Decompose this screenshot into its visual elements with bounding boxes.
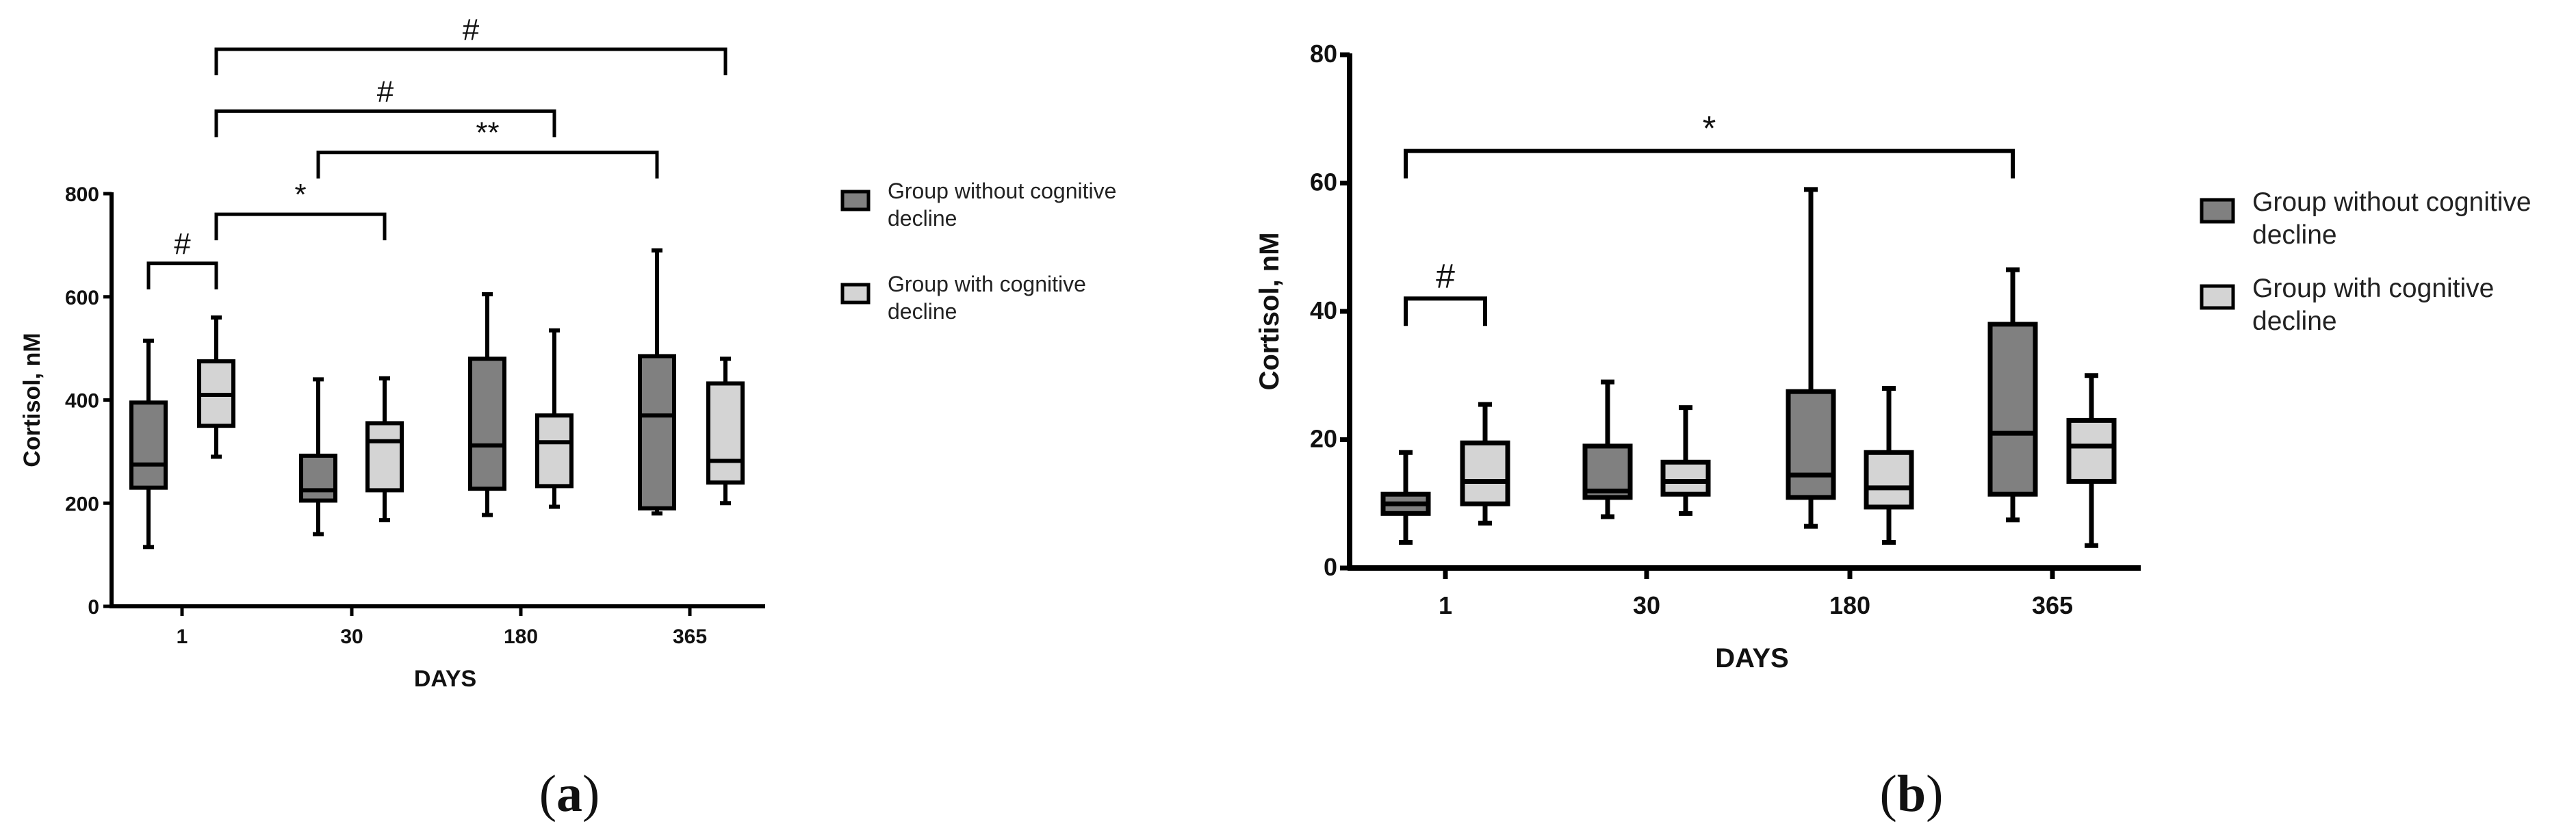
box-iqr [638, 354, 676, 511]
box-plot [129, 338, 168, 550]
box-plot [1786, 187, 1836, 529]
x-tick-label: 1 [177, 625, 188, 648]
box-iqr [129, 400, 168, 490]
bracket-line [214, 47, 727, 75]
y-axis-label: Cortisol, nM [19, 333, 45, 467]
box-iqr [1460, 440, 1510, 506]
y-tick-label: 60 [1310, 168, 1337, 196]
significance-label: * [294, 178, 306, 211]
significance-bracket: # [214, 13, 727, 75]
box-iqr [535, 413, 574, 489]
bracket-line [214, 212, 387, 241]
significance-bracket: * [214, 178, 387, 241]
box-iqr [1864, 450, 1914, 510]
y-tick-label: 80 [1310, 40, 1337, 68]
y-axis-label: Cortisol, nM [1254, 232, 1285, 390]
y-tick-label: 600 [65, 287, 99, 309]
box-iqr [365, 421, 404, 493]
x-tick-label: 1 [1439, 591, 1452, 619]
x-tick-label: 365 [2032, 591, 2073, 619]
significance-label: # [377, 75, 394, 108]
box-iqr [468, 357, 506, 491]
y-tick-label: 800 [65, 183, 99, 206]
y-tick-label: 0 [88, 596, 99, 619]
significance-bracket: ** [316, 116, 659, 179]
significance-label: * [1703, 109, 1716, 148]
significance-label: # [1436, 257, 1455, 295]
y-tick-label: 200 [65, 493, 99, 515]
significance-label: # [463, 13, 480, 47]
box-plot [706, 357, 745, 506]
box-iqr [1987, 322, 2038, 497]
box-plot [535, 328, 574, 509]
panel-b-caption: (b) [1880, 765, 1944, 823]
bracket-line [1404, 149, 2015, 179]
box-iqr [299, 453, 337, 503]
bracket-line [1404, 296, 1487, 326]
box-plot [1460, 402, 1510, 526]
significance-bracket: # [146, 227, 218, 289]
box-plot [2066, 373, 2117, 548]
x-tick-label: 365 [673, 625, 707, 648]
x-tick-label: 30 [340, 625, 363, 648]
legend-swatch [2200, 284, 2235, 310]
box-plot [1864, 386, 1914, 545]
significance-label: # [174, 227, 191, 261]
x-tick-label: 180 [504, 625, 538, 648]
box-plot [1582, 379, 1633, 519]
y-tick-label: 20 [1310, 425, 1337, 453]
bracket-line [214, 109, 556, 138]
x-tick-label: 30 [1633, 591, 1660, 619]
significance-label: ** [476, 116, 499, 150]
box-plot [468, 292, 506, 517]
box-iqr [2066, 417, 2117, 484]
significance-bracket: * [1404, 109, 2015, 179]
box-plot [638, 248, 676, 516]
y-tick-label: 0 [1324, 553, 1337, 581]
box-plot [1660, 405, 1711, 516]
box-plot [1987, 267, 2038, 523]
significance-bracket: # [1404, 257, 1487, 326]
box-iqr [1660, 459, 1711, 497]
significance-bracket: # [214, 75, 556, 138]
bracket-line [316, 151, 659, 179]
bracket-line [146, 261, 218, 289]
legend-swatch [2200, 198, 2235, 224]
legend-swatch [840, 283, 871, 305]
y-tick-label: 400 [65, 390, 99, 413]
x-axis-label: DAYS [414, 666, 476, 692]
box-plot [1380, 450, 1431, 545]
x-axis-label: DAYS [1715, 643, 1788, 673]
box-plot [197, 315, 235, 459]
legend-swatch [840, 190, 871, 211]
panel-a-caption: (a) [539, 765, 600, 823]
box-iqr [706, 381, 745, 485]
box-plot [299, 377, 337, 537]
x-tick-label: 180 [1829, 591, 1870, 619]
box-plot [365, 376, 404, 523]
y-tick-label: 40 [1310, 296, 1337, 324]
box-iqr [1786, 389, 1836, 500]
